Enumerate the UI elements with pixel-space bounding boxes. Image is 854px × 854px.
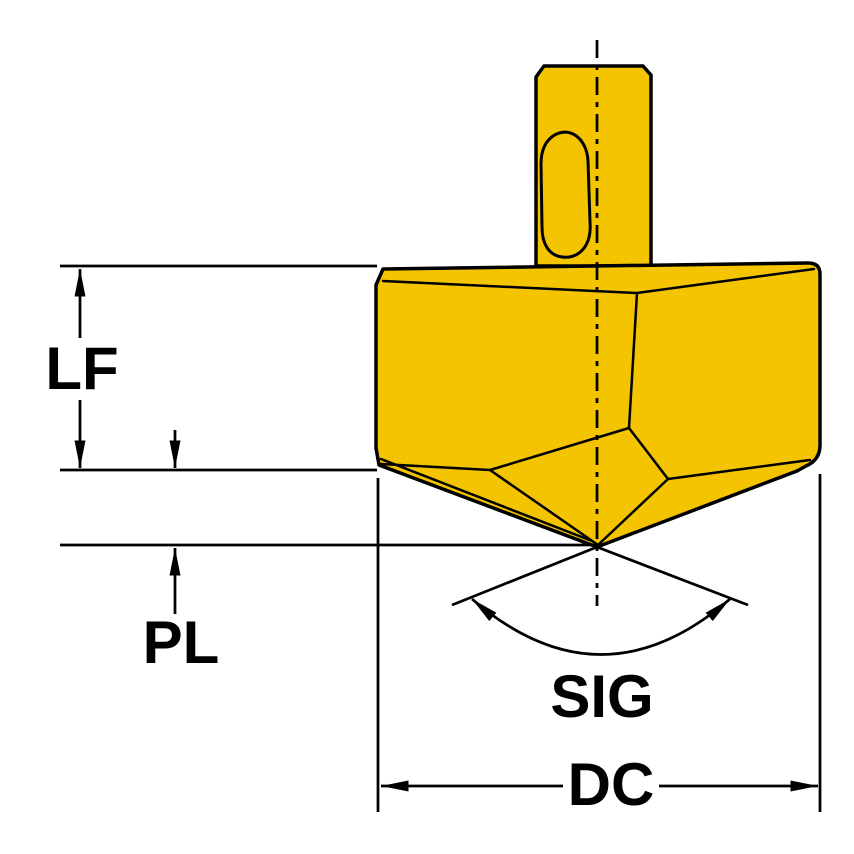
dimension-pl: PL bbox=[60, 430, 598, 676]
cutting-edge-line bbox=[379, 457, 594, 543]
sig-angle-line-right bbox=[596, 545, 749, 607]
facet-line bbox=[627, 291, 639, 430]
body-outline bbox=[374, 261, 822, 549]
sig-arc bbox=[471, 597, 731, 656]
facet-line bbox=[596, 477, 670, 547]
dc-label: DC bbox=[568, 751, 655, 818]
insert-body bbox=[374, 261, 822, 549]
sig-angle-line-left bbox=[451, 545, 598, 607]
insert-shank bbox=[534, 64, 653, 268]
facet-line bbox=[381, 279, 639, 295]
facet-line bbox=[635, 267, 816, 295]
pl-label: PL bbox=[143, 609, 220, 676]
facet-line bbox=[666, 458, 812, 481]
sig-label: SIG bbox=[550, 663, 653, 730]
dimension-dc: DC bbox=[376, 474, 822, 818]
dimension-lf: LF bbox=[45, 264, 377, 472]
shank-flat bbox=[539, 130, 592, 259]
lf-label: LF bbox=[45, 335, 118, 402]
facet-line bbox=[627, 426, 670, 481]
facet-lines bbox=[379, 267, 816, 547]
facet-line bbox=[488, 468, 600, 547]
dimension-sig: SIG bbox=[451, 545, 749, 730]
